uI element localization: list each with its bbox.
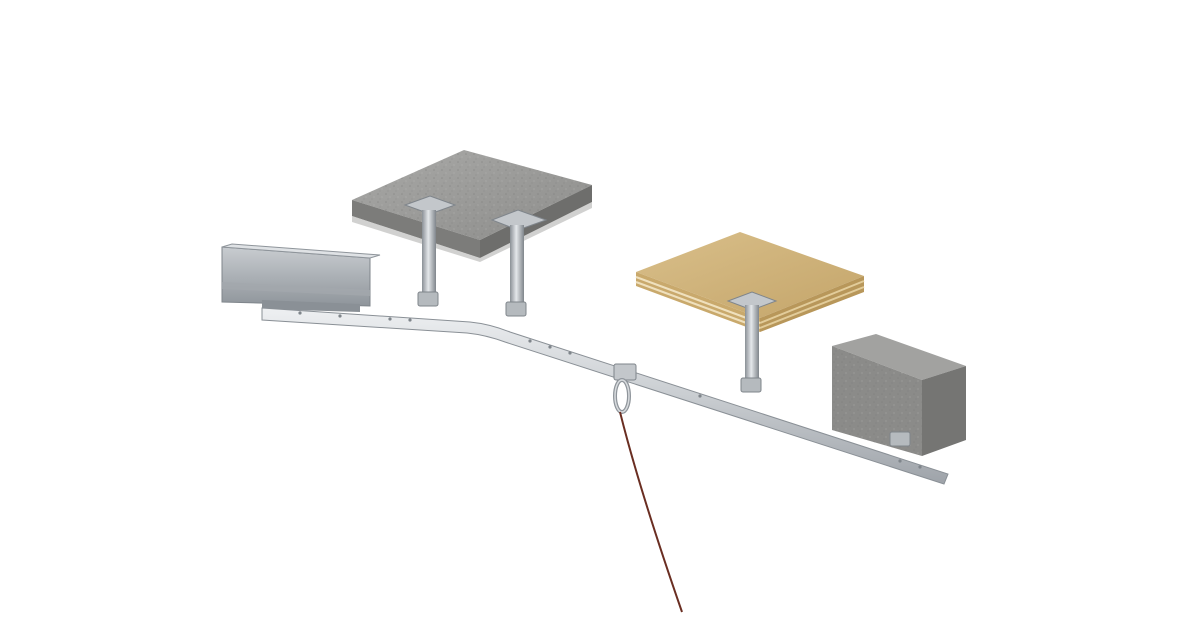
carabiner-trolley[interactable] <box>613 363 637 414</box>
concrete-slab-with-two-posts <box>352 150 592 317</box>
concrete-block <box>832 334 966 456</box>
lanyard-rope <box>619 411 683 613</box>
aluminium-rail[interactable] <box>261 307 949 485</box>
clt-timber-panel-with-post <box>635 232 865 393</box>
steel-i-beam <box>221 243 381 312</box>
